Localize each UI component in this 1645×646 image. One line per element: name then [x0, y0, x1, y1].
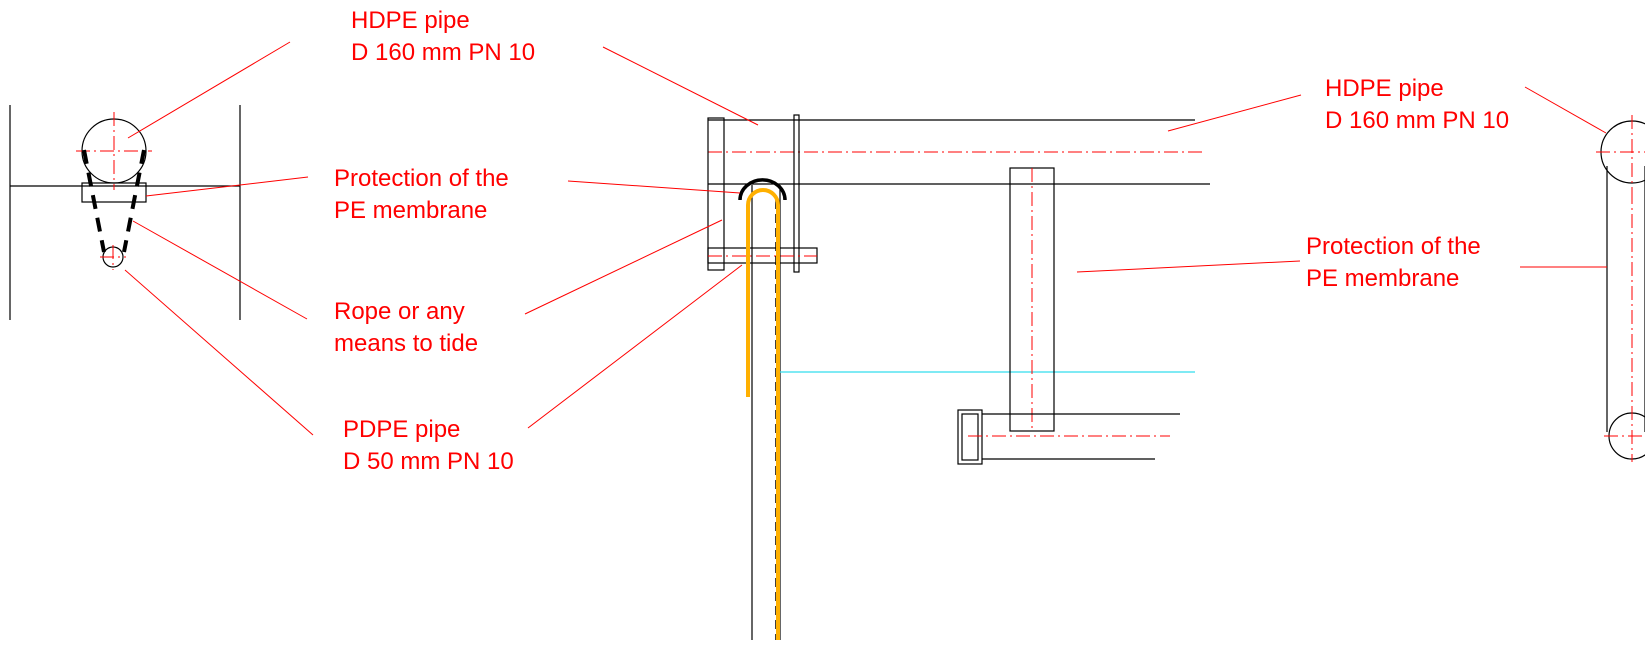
left-section-detail: [9, 105, 241, 320]
leader-pdpe-center: [527, 264, 743, 429]
leader-rope-center: [524, 219, 723, 315]
leader-pdpe-left: [124, 269, 314, 436]
leader-lines: [124, 41, 1607, 436]
label-rope: Rope or any means to tide: [334, 298, 478, 357]
protection-cap: [738, 178, 787, 201]
leader-hdpe-right-b: [1524, 86, 1607, 134]
leader-hdpe-center: [602, 46, 759, 126]
leader-protection-right-a: [1076, 260, 1301, 273]
right-section-detail: [1596, 115, 1645, 462]
rope-line: [746, 188, 780, 640]
leader-hdpe-right-a: [1167, 94, 1302, 132]
clamp-right: [793, 114, 800, 273]
bottom-pipe-end: [957, 409, 983, 465]
label-hdpe-pipe-left: HDPE pipe D 160 mm PN 10: [351, 7, 535, 66]
label-protection-membrane-left: Protection of the PE membrane: [334, 165, 515, 224]
leader-protection-center: [567, 180, 741, 194]
leader-protection-left: [145, 176, 309, 197]
label-hdpe-pipe-right: HDPE pipe D 160 mm PN 10: [1325, 75, 1509, 134]
membrane-protection-block: [81, 182, 147, 203]
leader-hdpe-left: [127, 41, 291, 139]
label-pdpe-pipe: PDPE pipe D 50 mm PN 10: [343, 416, 514, 475]
rope-dashed: [82, 149, 146, 253]
central-elevation: [707, 114, 1210, 640]
label-protection-membrane-right: Protection of the PE membrane: [1306, 233, 1487, 292]
leader-rope-left: [132, 220, 308, 320]
clamp-left: [707, 117, 725, 271]
